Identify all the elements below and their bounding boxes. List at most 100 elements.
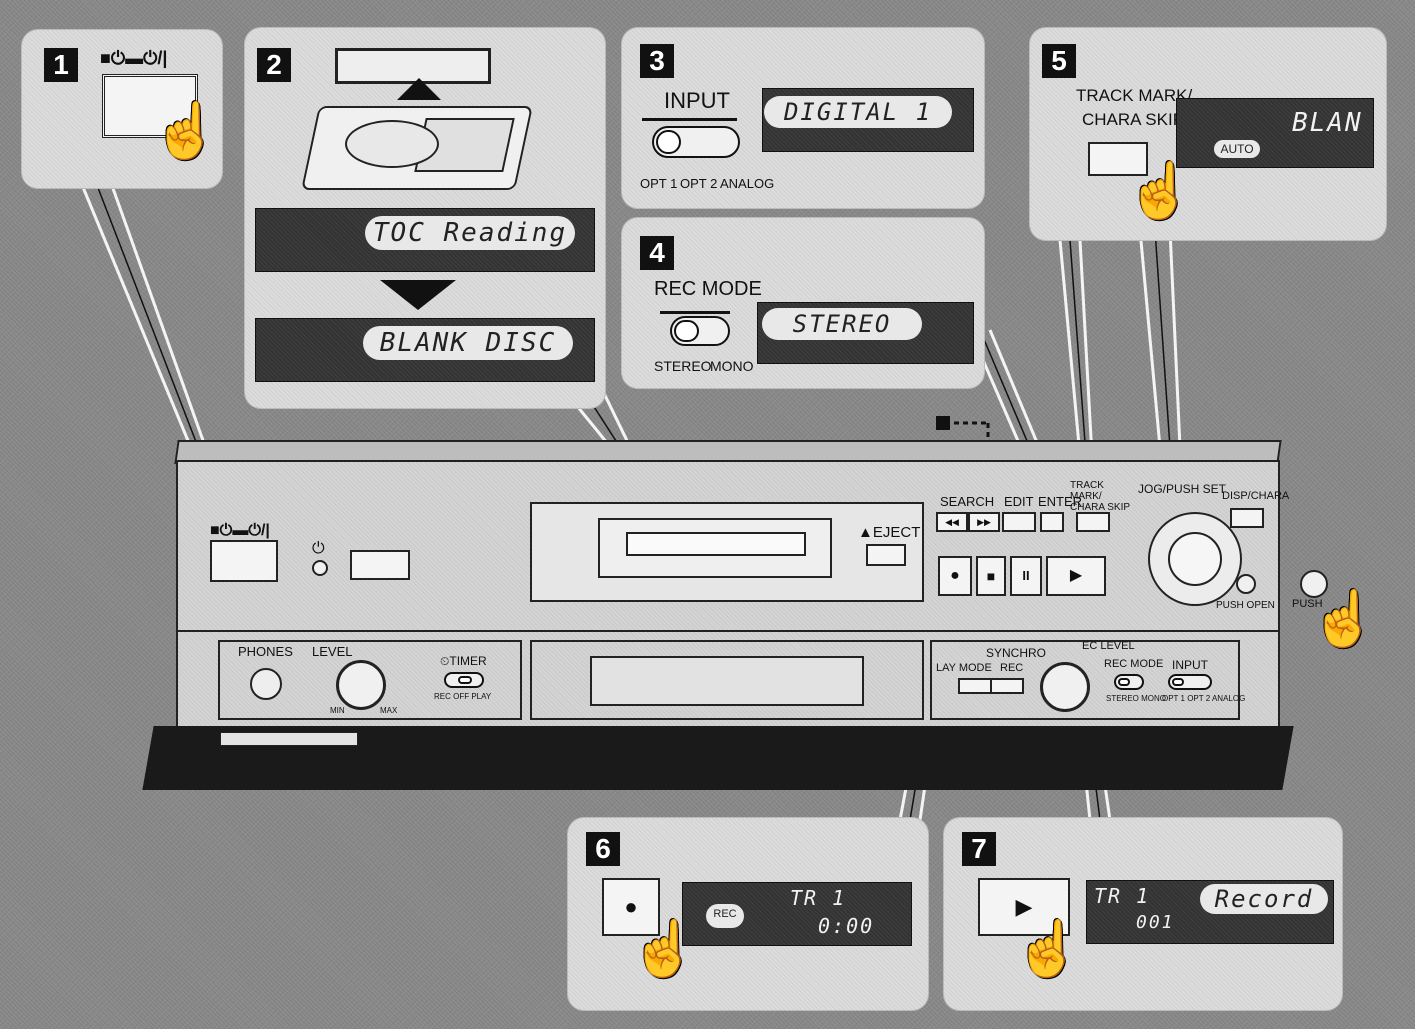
rec-mode-option-mono: MONO — [710, 358, 754, 374]
phones-jack[interactable] — [250, 668, 282, 700]
double-arrow-icon — [660, 311, 730, 314]
synchro-rec-label: REC — [1000, 662, 1024, 674]
push-open-label: PUSH OPEN — [1216, 600, 1275, 611]
record-display-track: TR 1 — [790, 886, 847, 910]
input-switch-label: INPUT — [664, 88, 730, 113]
play-mode-button[interactable] — [958, 678, 992, 694]
jog-dial-inner — [1168, 532, 1222, 586]
push-open-knob[interactable] — [1236, 574, 1256, 594]
track-mark-label-line1: TRACK MARK/ — [1076, 86, 1193, 105]
rec-mode-display-text: STEREO — [762, 308, 922, 340]
input-display-text: DIGITAL 1 — [764, 96, 952, 128]
blank-disc-text: BLANK DISC — [363, 326, 573, 360]
step-7-play-button[interactable]: ▶ — [978, 878, 1070, 936]
disc-slot-inner — [626, 532, 806, 556]
power-symbol-label: ■⏻▬⏻/| — [100, 48, 168, 68]
pause-button[interactable]: II — [1010, 556, 1042, 596]
toc-reading-text: TOC Reading — [365, 216, 575, 250]
input-option-opt1: OPT 1 — [640, 176, 678, 191]
step-6-number: 6 — [586, 832, 620, 866]
hand-pointer-icon: ☝ — [1126, 161, 1194, 221]
track-mark-display-text: BLAN — [1292, 108, 1363, 138]
level-knob[interactable] — [336, 660, 386, 710]
down-arrow-icon — [380, 280, 456, 310]
input-option-analog: ANALOG — [720, 176, 775, 191]
level-max-label: MAX — [380, 706, 398, 715]
jog-label: JOG/PUSH SET — [1138, 482, 1227, 496]
level-label: LEVEL — [312, 644, 353, 659]
play-record-number: 001 — [1136, 912, 1175, 933]
step-6-record-button[interactable]: ● — [602, 878, 660, 936]
timer-options-label: REC OFF PLAY — [434, 692, 492, 701]
eject-label: ▲EJECT — [858, 524, 921, 541]
deck-input-options: OPT 1 OPT 2 ANALOG — [1162, 694, 1246, 703]
level-min-label: MIN — [330, 706, 345, 715]
hand-pointer-icon: ☝ — [152, 101, 220, 161]
disp-chara-button[interactable] — [1230, 508, 1264, 528]
deck-base-strip — [220, 732, 358, 746]
track-mark-display — [1176, 98, 1374, 168]
deck-rec-mode-label: REC MODE — [1104, 658, 1164, 670]
track-mark-button[interactable] — [1088, 142, 1148, 176]
rec-mode-switch-label: REC MODE — [654, 278, 762, 300]
record-button[interactable]: ● — [938, 556, 972, 596]
rewind-button[interactable]: ◀◀ — [936, 512, 968, 532]
auto-badge: AUTO — [1214, 140, 1260, 158]
step-5-panel: 5 TRACK MARK/ CHARA SKIP ☝ AUTO BLAN — [1030, 28, 1386, 240]
step-3-panel: 3 INPUT OPT 1 OPT 2 ANALOG DIGITAL 1 — [622, 28, 984, 208]
synchro-rec-button[interactable] — [990, 678, 1024, 694]
lower-center-panel — [530, 640, 924, 720]
rec-mode-selector-switch[interactable] — [670, 316, 730, 346]
step-1-panel: 1 ■⏻▬⏻/| ☝ — [22, 30, 222, 188]
hand-pointer-icon: ☝ — [1310, 589, 1378, 649]
timer-label: ⏲TIMER — [440, 654, 487, 668]
deck-input-label: INPUT — [1172, 658, 1208, 672]
deck-rec-mode-switch[interactable] — [1114, 674, 1144, 690]
play-button[interactable]: ▶ — [1046, 556, 1106, 596]
synchro-label: SYNCHRO — [986, 646, 1047, 660]
deck-input-switch[interactable] — [1168, 674, 1212, 690]
eject-button[interactable] — [866, 544, 906, 566]
enter-button[interactable] — [1040, 512, 1064, 532]
fast-forward-button[interactable]: ▶▶ — [968, 512, 1000, 532]
rec-badge: REC — [706, 904, 744, 928]
track-mark-deck-button[interactable] — [1076, 512, 1110, 532]
stop-button[interactable]: ■ — [976, 556, 1006, 596]
lower-center-window — [590, 656, 864, 706]
deck-front-upper: ■⏻▬⏻/| ⏻ ▲EJECT SEARCH ◀◀ ▶▶ EDIT ENTER … — [176, 460, 1289, 634]
phones-label: PHONES — [238, 644, 293, 659]
double-arrow-icon — [642, 118, 737, 121]
step-2-number: 2 — [257, 48, 291, 82]
timer-switch[interactable] — [444, 672, 484, 688]
record-display — [682, 882, 912, 946]
edit-button[interactable] — [1002, 512, 1036, 532]
input-selector-switch[interactable] — [652, 126, 740, 158]
deck-power-button[interactable] — [210, 540, 278, 582]
play-mode-label: LAY MODE — [936, 662, 992, 674]
deck-small-display — [350, 550, 410, 580]
record-word-text: Record — [1200, 884, 1328, 914]
rec-level-label: EC LEVEL — [1082, 640, 1135, 652]
edit-label: EDIT — [1004, 494, 1034, 509]
hand-pointer-icon: ☝ — [1014, 919, 1082, 979]
step-1-number: 1 — [44, 48, 78, 82]
step-7-panel: 7 ▶ ☝ TR 1 001 Record — [944, 818, 1342, 1010]
push-label: PUSH — [1292, 598, 1323, 610]
enter-label: ENTER — [1038, 494, 1083, 509]
rec-level-knob[interactable] — [1040, 662, 1090, 712]
power-button[interactable] — [102, 74, 198, 138]
step-3-number: 3 — [640, 44, 674, 78]
insert-arrow-icon — [397, 78, 441, 100]
step-4-number: 4 — [640, 236, 674, 270]
standby-indicator-icon: ⏻ — [312, 540, 325, 557]
play-record-track: TR 1 — [1094, 884, 1151, 908]
step-2-panel: 2 TOC Reading BLANK DISC — [245, 28, 605, 408]
push-knob[interactable] — [1300, 570, 1328, 598]
lower-left-panel — [218, 640, 522, 720]
track-mark-label-line2: CHARA SKIP — [1082, 110, 1185, 129]
step-7-number: 7 — [962, 832, 996, 866]
minidisc-hub — [345, 120, 439, 168]
track-mark-deck-label: TRACK MARK/ CHARA SKIP — [1070, 480, 1131, 513]
step-6-panel: 6 ● ☝ REC TR 1 0:00 — [568, 818, 928, 1010]
input-option-opt2: OPT 2 — [680, 176, 718, 191]
